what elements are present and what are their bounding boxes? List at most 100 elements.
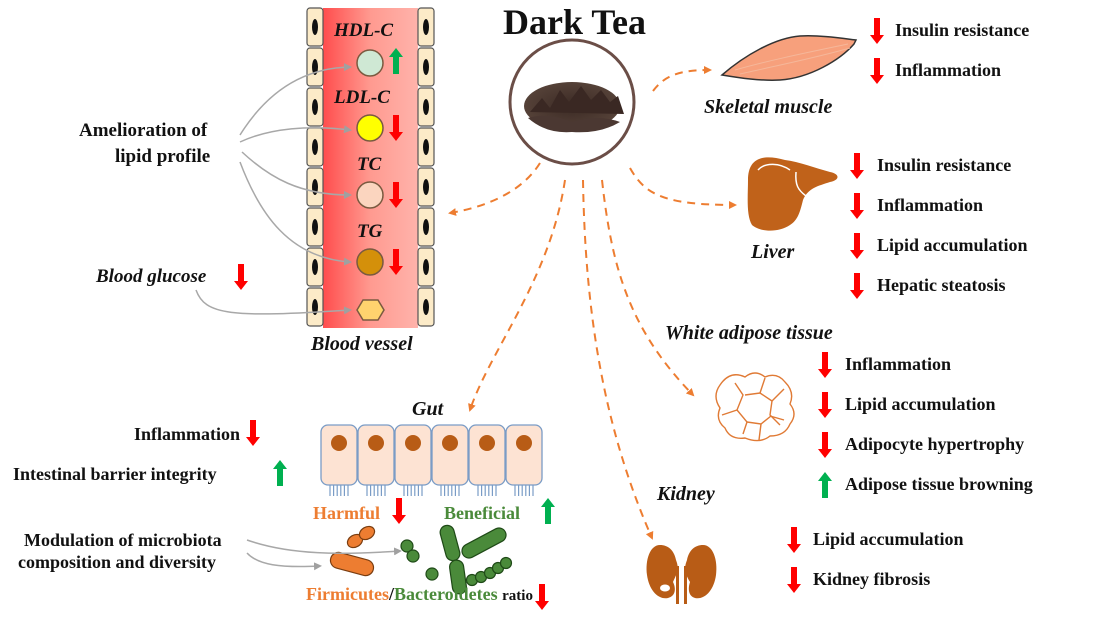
gut-label: Gut [412,398,444,420]
hdl-c-particle-icon [356,49,384,77]
gut-epithelial-cell [357,424,395,486]
glucose-molecule-icon [356,299,385,321]
vessel-wall-right [417,7,435,327]
ratio-down-arrow-icon [535,584,549,610]
harmful-label: Harmful [313,503,380,523]
tg-down-arrow-icon [389,249,403,275]
adipose-effect-down-arrow-icon [818,392,832,418]
adipose-effect-label: Adipocyte hypertrophy [845,434,1025,454]
tea-leaves-icon [524,82,624,133]
liver-effect-label: Insulin resistance [877,155,1012,175]
gut-cell-nucleus [368,435,384,451]
liver-effect-label: Lipid accumulation [877,235,1028,255]
cell-nucleus [423,19,429,35]
dark-tea-illustration [508,38,636,166]
connector-tg [239,161,352,266]
cell-nucleus [423,139,429,155]
lipid-profile-connectors [195,63,352,315]
firmicutes-label: Firmicutes [306,584,389,604]
hdl-c-label: HDL-C [334,20,394,41]
skeletal-muscle-effect-down-arrow-icon [870,58,884,84]
microbiota-icons [246,524,513,595]
gut-epithelial-cell [505,424,543,486]
beneficial-label: Beneficial [444,503,520,523]
liver-effect-label: Hepatic steatosis [877,275,1006,295]
page-title: Dark Tea [503,2,647,42]
connector-ldl [239,125,352,143]
adipose-effect-label: Adipose tissue browning [845,474,1033,494]
connector-to-gut [468,179,566,412]
tc-label: TC [357,154,382,175]
cell-nucleus [423,259,429,275]
tc-particle-icon [356,181,384,209]
skeletal-muscle-label: Skeletal muscle [704,96,833,118]
tg-particle-icon [356,248,384,276]
cell-nucleus [312,259,318,275]
ldl-c-particle-icon [356,114,384,142]
liver-label: Liver [751,241,795,263]
skeletal-muscle-effect-label: Inflammation [895,60,1002,80]
gut-epithelial-cell [394,424,432,486]
hdl-c-up-arrow-icon [389,48,403,74]
gut-inflammation-label: Inflammation [134,424,241,444]
skeletal-muscle-effect-down-arrow-icon [870,18,884,44]
lipid-profile-label-line2: lipid profile [115,146,211,167]
liver-icon [747,157,838,231]
blood-vessel-illustration [306,7,435,328]
adipose-tissue-label: White adipose tissue [665,322,833,344]
liver-effect-down-arrow-icon [850,273,864,299]
skeletal-muscle-icon [720,35,858,81]
blood-vessel-label: Blood vessel [311,333,413,355]
cell-nucleus [312,99,318,115]
tc-down-arrow-icon [389,182,403,208]
vessel-wall-left [306,7,324,327]
connector-tc [241,151,352,199]
harmful-down-arrow-icon [392,498,406,524]
kidney-effect-down-arrow-icon [787,567,801,593]
connector-to-skeletal-muscle [652,66,712,92]
beneficial-bacteria-icon [400,524,513,595]
kidney-effect-label: Kidney fibrosis [813,569,931,589]
gut-epithelial-cell [320,424,358,486]
cell-nucleus [312,139,318,155]
microbiota-connectors [246,539,402,571]
skeletal-muscle-effect-label: Insulin resistance [895,20,1030,40]
gut-epithelial-cell [468,424,506,486]
connector-glucose [195,289,352,315]
bacteroidetes-label: Bacteroidetes [393,584,498,604]
connector-to-adipose [601,179,695,397]
intestinal-barrier-label: Intestinal barrier integrity [13,464,217,484]
connector-to-kidney [582,179,654,540]
adipose-effect-up-arrow-icon [818,472,832,498]
firmicutes-bacteroidetes-ratio: Firmicutes/Bacteroidetes ratio [306,584,533,606]
gut-cell-nucleus [516,435,532,451]
cell-nucleus [423,59,429,75]
lipid-profile-label-line1: Amelioration of [79,120,208,141]
ratio-slash: / [388,584,394,604]
harmful-bacteria-icon [329,525,376,577]
cell-nucleus [423,179,429,195]
liver-effect-down-arrow-icon [850,153,864,179]
ldl-c-down-arrow-icon [389,115,403,141]
gut-inflammation-down-arrow-icon [246,420,260,446]
liver-effect-down-arrow-icon [850,193,864,219]
kidney-label: Kidney [657,483,715,505]
liver-effect-label: Inflammation [877,195,984,215]
liver-effect-down-arrow-icon [850,233,864,259]
adipose-effect-down-arrow-icon [818,432,832,458]
cell-nucleus [312,219,318,235]
gut-epithelial-cell [431,424,469,486]
microbiota-label-line1: Modulation of microbiota [24,530,222,550]
gut-cell-nucleus [331,435,347,451]
blood-glucose-down-arrow-icon [234,264,248,290]
adipose-tissue-icon [715,372,795,442]
cell-nucleus [423,99,429,115]
cell-nucleus [423,219,429,235]
gut-cell-nucleus [479,435,495,451]
beneficial-up-arrow-icon [541,498,555,524]
cell-nucleus [312,59,318,75]
gut-cell-nucleus [405,435,421,451]
microbiota-label-line2: composition and diversity [18,552,217,572]
connector-hdl [239,63,352,136]
